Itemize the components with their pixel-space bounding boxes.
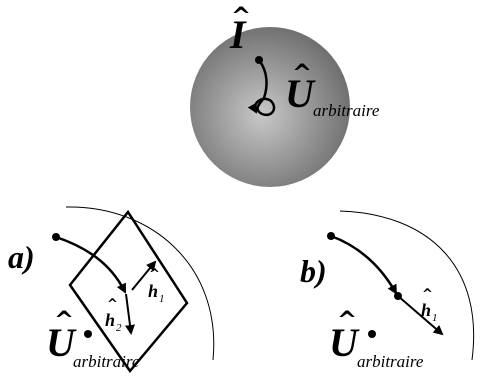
unitary-subscript-a: arbitraire bbox=[73, 352, 140, 371]
h1-index-b: 1 bbox=[432, 312, 438, 324]
h1-index-a: 1 bbox=[159, 293, 165, 305]
unitary-hat-a: ^ bbox=[54, 306, 74, 334]
unitary-point-b bbox=[368, 330, 376, 338]
h2-label-a: h bbox=[105, 310, 115, 330]
h1-label-a: h bbox=[148, 281, 158, 301]
unitary-subscript-b: arbitraire bbox=[357, 352, 424, 371]
sphere-boundary-arc-b bbox=[339, 210, 475, 361]
h2-index-a: 2 bbox=[116, 322, 122, 334]
path-identity-to-unitary bbox=[257, 59, 268, 99]
panel-b: b) ^ h 1 ^ U arbitraire bbox=[300, 210, 475, 371]
unitary-label-a: U bbox=[46, 320, 77, 365]
h1-hat-a: ^ bbox=[149, 267, 160, 282]
identity-hat: ^ bbox=[231, 2, 251, 30]
h1-label-b: h bbox=[421, 300, 431, 320]
h1-hat-b: ^ bbox=[422, 287, 433, 302]
h1-vector-b bbox=[397, 295, 444, 336]
trajectory-curve-a bbox=[55, 235, 127, 294]
unitary-hat-b: ^ bbox=[337, 306, 357, 334]
panel-b-label: b) bbox=[300, 253, 327, 289]
top-sphere-group: ^ I ^ U arbitraire bbox=[190, 2, 380, 187]
unitary-label-b: U bbox=[329, 320, 360, 365]
tangent-plane-diamond bbox=[68, 209, 189, 374]
unitary-label-top: U bbox=[285, 71, 316, 116]
unitary-point-a bbox=[84, 330, 92, 338]
unitary-sphere bbox=[190, 27, 350, 187]
h2-vector-a bbox=[125, 293, 135, 335]
spiral-loop bbox=[247, 97, 276, 117]
identity-label: I bbox=[229, 12, 247, 57]
h1-vector-a bbox=[131, 260, 157, 291]
trajectory-curve-b bbox=[330, 234, 398, 295]
panel-a: a) ^ h 1 ^ h 2 ^ U arbitraire bbox=[8, 206, 215, 374]
h2-hat-a: ^ bbox=[107, 297, 118, 312]
sphere-boundary-arc-a bbox=[65, 206, 215, 361]
unitary-subscript-top: arbitraire bbox=[313, 101, 380, 120]
panel-a-label: a) bbox=[8, 239, 35, 275]
unitary-hat-top: ^ bbox=[292, 59, 312, 87]
